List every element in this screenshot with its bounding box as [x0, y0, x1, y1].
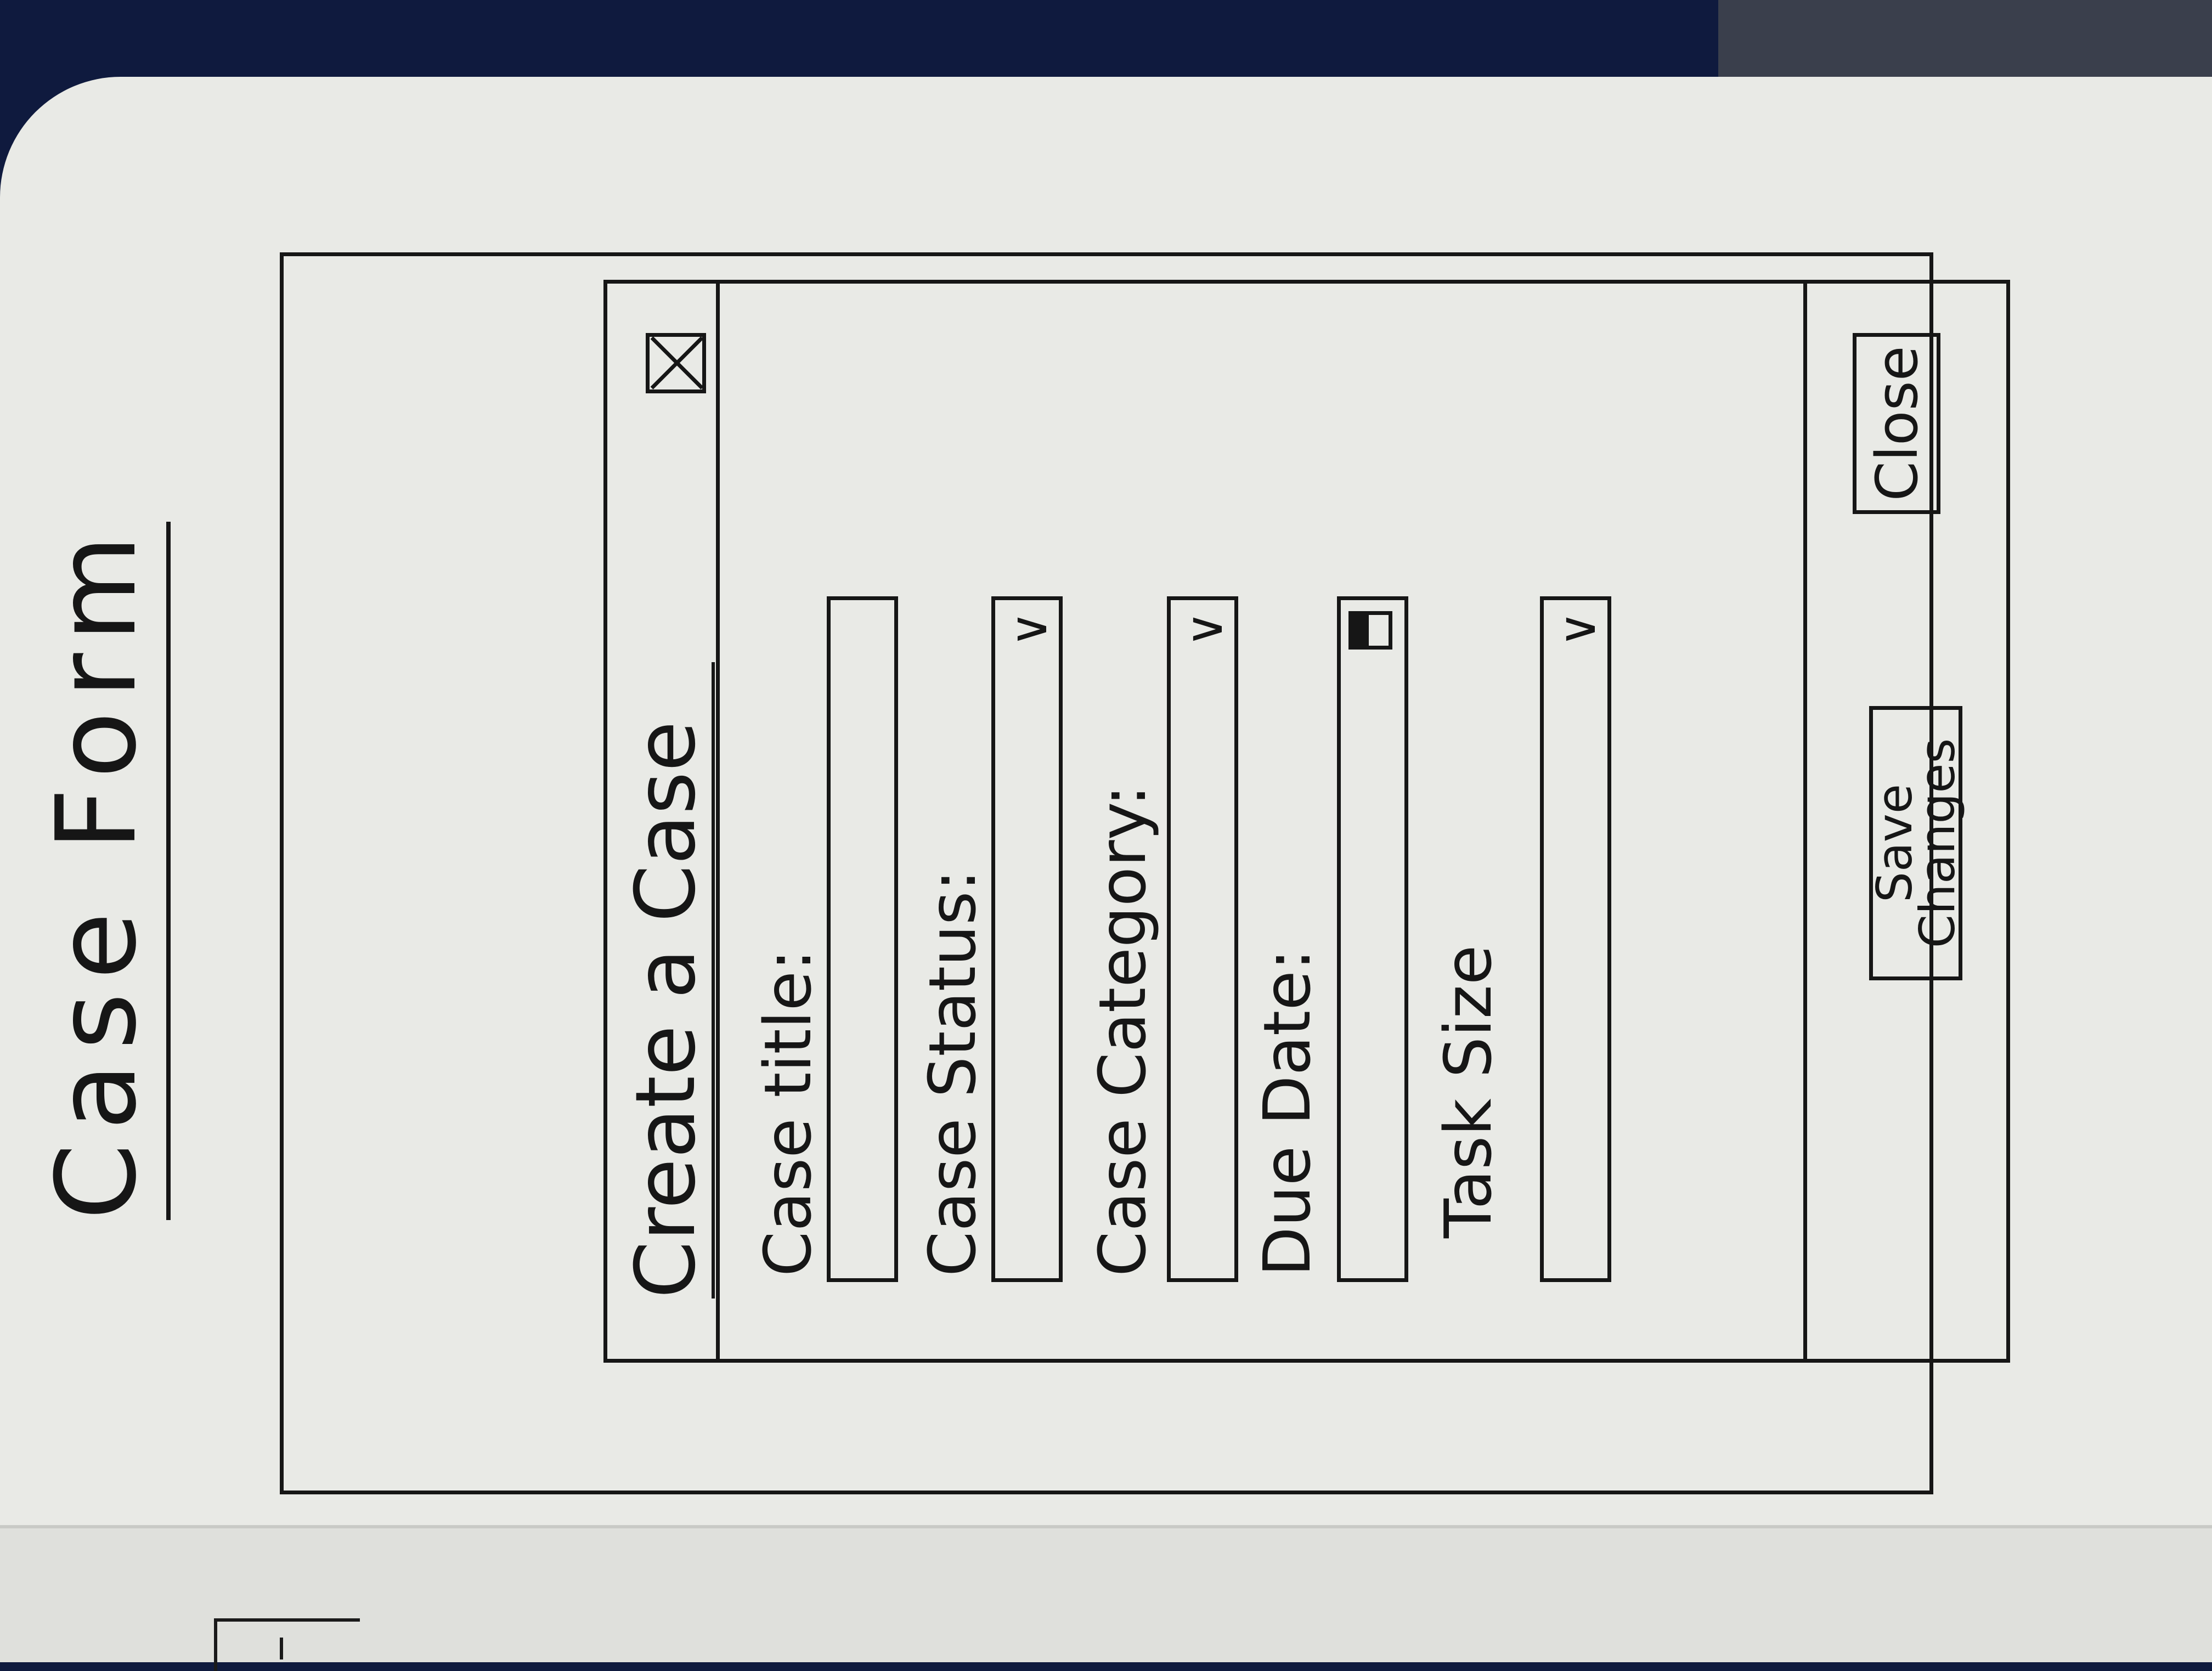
chevron-down-icon: ∨: [1176, 611, 1234, 647]
case-category-select[interactable]: ∨: [1167, 596, 1238, 1282]
case-category-label: Case Category:: [1085, 784, 1160, 1277]
dialog-footer-divider: [1803, 284, 1807, 1359]
save-changes-button[interactable]: Save Changes: [1866, 706, 1966, 980]
case-title-input[interactable]: [827, 596, 898, 1282]
task-size-select[interactable]: ∨: [1540, 596, 1611, 1282]
dialog-title-underline: [712, 662, 715, 1299]
create-case-dialog: Create a Case Case title: Case Status: ∨…: [603, 280, 2010, 1363]
background-surface: [1718, 0, 2212, 88]
task-size-label: Task Size: [1430, 945, 1506, 1238]
next-page-sketch-corner: [214, 1618, 360, 1671]
page-title: Case Form: [33, 522, 171, 1220]
due-date-label: Due Date:: [1249, 949, 1325, 1277]
chevron-down-icon: ∨: [1001, 611, 1058, 647]
close-button[interactable]: Close: [1853, 333, 1940, 514]
next-notebook-page: [0, 1525, 2212, 1662]
dialog-header: Create a Case: [607, 284, 720, 1359]
calendar-icon[interactable]: [1348, 611, 1392, 650]
notebook-page: [0, 77, 2212, 1659]
due-date-input[interactable]: [1337, 596, 1408, 1282]
next-page-sketch-tick: [280, 1638, 283, 1659]
close-x-icon[interactable]: [646, 333, 706, 393]
case-status-label: Case Status:: [915, 869, 990, 1277]
case-title-label: Case title:: [750, 949, 826, 1277]
chevron-down-icon: ∨: [1549, 611, 1607, 647]
case-status-select[interactable]: ∨: [991, 596, 1063, 1282]
dialog-title: Create a Case: [618, 721, 714, 1299]
